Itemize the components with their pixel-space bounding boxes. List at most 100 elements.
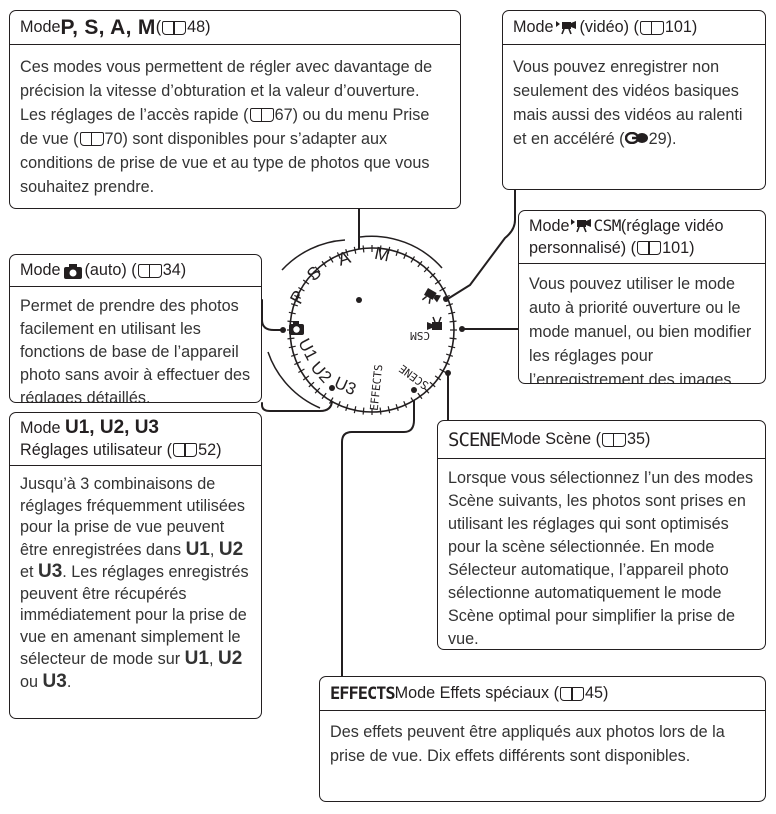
dial-knurl-tick bbox=[287, 337, 295, 340]
box-csm-body: Vous pouvez utiliser le mode auto à prio… bbox=[519, 264, 765, 383]
box-psam-header: Mode P, S, A, M ( 48) bbox=[10, 11, 460, 45]
page-ref: 45) bbox=[585, 684, 609, 702]
dial-bracket-psam2 bbox=[359, 235, 443, 269]
dial-knurl-tick bbox=[403, 401, 408, 408]
header-prefix: Mode bbox=[529, 217, 570, 235]
dial-knurl-tick bbox=[328, 397, 334, 404]
dial-knurl-tick bbox=[336, 252, 341, 259]
book-icon bbox=[560, 686, 585, 701]
book-icon bbox=[137, 263, 162, 278]
u2-label: U2 bbox=[218, 538, 244, 560]
box-user-header: Mode U1, U2, U3 Réglages utilisateur (52… bbox=[10, 413, 261, 466]
box-effects-body: Des effets peuvent être appliqués aux ph… bbox=[320, 711, 765, 768]
box-video: Mode (vidéo) ( 101) Vous pouvez enregist… bbox=[502, 10, 766, 190]
dial-knurl-tick bbox=[429, 381, 436, 388]
box-scene-header: SCENE Mode Scène ( 35) bbox=[438, 421, 765, 459]
book-icon bbox=[173, 443, 198, 457]
book-icon bbox=[639, 20, 664, 35]
body-text: Permet de prendre des photos facilement … bbox=[20, 297, 251, 403]
header-text: Mode Scène ( bbox=[500, 430, 601, 448]
connector-user bbox=[261, 387, 333, 412]
u1-label: U1 bbox=[185, 538, 210, 560]
box-auto-header: Mode (auto) ( 34) bbox=[10, 255, 261, 287]
dial-knurl-tick bbox=[353, 246, 357, 254]
dial-knurl-tick bbox=[445, 303, 454, 307]
page-ref: 52) bbox=[198, 441, 222, 459]
book-icon bbox=[637, 241, 662, 255]
dial-knurl-tick bbox=[403, 252, 408, 259]
dial-dot-psam bbox=[356, 297, 362, 303]
book-icon bbox=[601, 432, 626, 447]
movie-icon bbox=[555, 20, 576, 34]
dial-knurl-tick bbox=[308, 272, 315, 279]
dial-knurl-tick bbox=[314, 266, 321, 273]
dial-knurl-tick bbox=[302, 375, 310, 381]
dial-bracket-psam bbox=[281, 239, 346, 271]
dial-knurl-tick bbox=[321, 260, 327, 268]
dial-knurling bbox=[287, 245, 457, 415]
separator: , bbox=[208, 650, 218, 668]
dial-knurl-tick bbox=[362, 245, 365, 253]
page-ref: 35) bbox=[626, 430, 651, 448]
dial-knurl-tick bbox=[448, 311, 456, 315]
dial-dot-scene bbox=[445, 370, 451, 376]
dial-knurl-tick bbox=[448, 345, 456, 349]
box-scene-body: Lorsque vous sélectionnez l’un des modes… bbox=[438, 459, 765, 649]
box-psam: Mode P, S, A, M ( 48) Ces modes vous per… bbox=[9, 10, 461, 209]
book-icon bbox=[249, 108, 274, 122]
box-effects-header: EFFECTS Mode Effets spéciaux ( 45) bbox=[320, 677, 765, 711]
dial-dot-auto bbox=[280, 327, 286, 333]
box-auto-body: Permet de prendre des photos facilement … bbox=[10, 287, 261, 403]
dial-csm-movie-icon bbox=[427, 316, 442, 330]
dial-bracket-user bbox=[267, 351, 321, 409]
dial-label-m: M bbox=[373, 243, 392, 266]
body-text: Vous pouvez enregistrer non seulement de… bbox=[513, 58, 743, 148]
dial-knurl-tick bbox=[294, 361, 301, 366]
dial-knurl-tick bbox=[308, 381, 315, 388]
page-ref: 48) bbox=[187, 18, 211, 36]
dial-knurl-tick bbox=[410, 397, 416, 404]
box-video-header: Mode (vidéo) ( 101) bbox=[503, 11, 765, 45]
dial-knurl-tick bbox=[395, 403, 399, 412]
movie-icon bbox=[570, 219, 591, 233]
header-prefix: Mode bbox=[513, 18, 554, 36]
dial-knurl-tick bbox=[336, 401, 341, 408]
page-ref: 34) bbox=[162, 261, 187, 279]
dial-knurl-tick bbox=[439, 286, 446, 292]
dial-knurl-tick bbox=[379, 407, 382, 415]
dial-knurl-tick bbox=[417, 260, 423, 268]
dial-knurl-tick bbox=[314, 387, 321, 394]
dial-knurl-tick bbox=[434, 279, 442, 285]
effects-label: EFFECTS bbox=[330, 683, 396, 704]
dial-knurl-tick bbox=[353, 406, 357, 414]
dial-knurl-tick bbox=[362, 407, 365, 415]
box-auto: Mode (auto) ( 34) Permet de prendre des … bbox=[9, 254, 262, 403]
connector-video bbox=[445, 189, 516, 301]
dial-knurl-tick bbox=[410, 256, 416, 263]
dial-knurl-tick bbox=[423, 387, 430, 394]
paren-open: ( bbox=[155, 18, 162, 36]
connector-effects bbox=[341, 389, 415, 677]
dial-knurl-tick bbox=[417, 392, 423, 400]
dial-knurl-tick bbox=[449, 320, 457, 323]
box-user-body: Jusqu’à 3 combinaisons de réglages fréqu… bbox=[10, 466, 261, 693]
box-effects: EFFECTS Mode Effets spéciaux ( 45) Des e… bbox=[319, 676, 766, 802]
box-video-body: Vous pouvez enregistrer non seulement de… bbox=[503, 45, 765, 151]
dial-knurl-tick bbox=[449, 337, 457, 340]
dial-knurl-tick bbox=[345, 248, 349, 257]
box-psam-body: Ces modes vous permettent de régler avec… bbox=[10, 45, 460, 199]
dial-knurl-tick bbox=[445, 353, 454, 357]
dial-label-csm: CSM bbox=[410, 329, 430, 342]
camera-icon bbox=[63, 263, 82, 279]
dial-knurl-tick bbox=[429, 272, 436, 279]
dial-knurl-tick bbox=[298, 368, 305, 374]
conjunction: ou bbox=[20, 672, 43, 691]
box-csm-header: Mode CSM (réglage vidéo personnalisé) ( … bbox=[519, 211, 765, 264]
period: . bbox=[66, 672, 72, 691]
box-csm: Mode CSM (réglage vidéo personnalisé) ( … bbox=[518, 210, 766, 384]
body-text: 70) sont disponibles pour s’adapter aux … bbox=[20, 130, 430, 196]
scene-label: SCENE bbox=[448, 428, 501, 451]
dial-knurl-tick bbox=[290, 303, 299, 307]
